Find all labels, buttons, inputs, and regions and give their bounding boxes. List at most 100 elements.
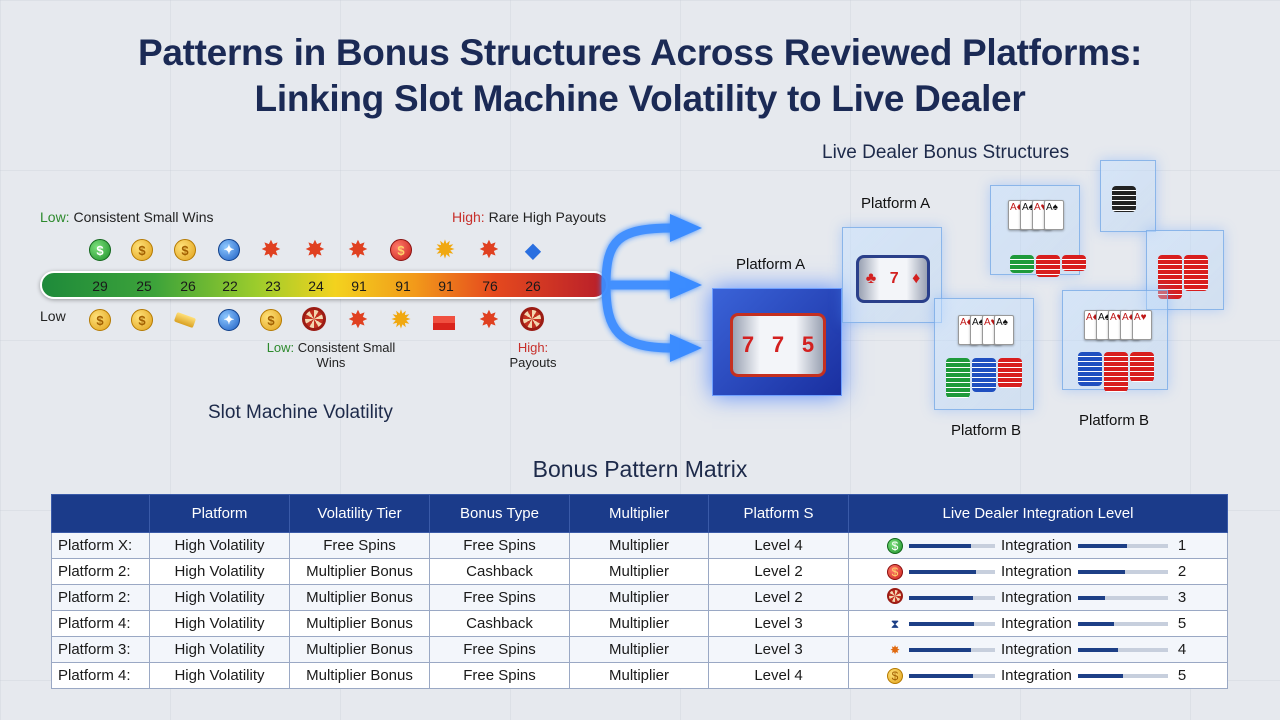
bar-value: 29 — [92, 278, 108, 294]
cell-bonus-type: Free Spins — [429, 662, 570, 689]
integration-label: Integration — [1001, 667, 1072, 684]
integration-bar — [909, 595, 995, 600]
table-header-row: Platform Volatility Tier Bonus Type Mult… — [51, 494, 1228, 533]
bar-value: 91 — [438, 278, 454, 294]
integration-value: 2 — [1177, 563, 1187, 580]
cell-row-label: Platform 2: — [51, 558, 150, 585]
integration-bar — [909, 621, 995, 626]
integration-value: 1 — [1177, 537, 1187, 554]
cell-volatility: High Volatility — [149, 636, 290, 663]
integration-label: Integration — [1001, 641, 1072, 658]
sparkle-icon: ✹ — [391, 307, 411, 332]
matrix-title: Bonus Pattern Matrix — [532, 456, 748, 482]
cell-volatility-tier: Multiplier Bonus — [289, 610, 430, 637]
cell-level: Level 4 — [708, 532, 849, 559]
integration-bar — [1077, 621, 1168, 626]
cell-bonus-type: Cashback — [429, 558, 570, 585]
cell-level: Level 2 — [708, 584, 849, 611]
bar-value: 24 — [308, 278, 324, 294]
cell-volatility-tier: Free Spins — [289, 532, 430, 559]
bonus-pattern-matrix: Platform Volatility Tier Bonus Type Mult… — [51, 494, 1228, 689]
burst-icon: ✸ — [479, 307, 499, 332]
gold-coin-icon: $ — [260, 309, 282, 331]
platform-label: Platform B — [951, 422, 1022, 439]
bar-value: 26 — [180, 278, 196, 294]
bar-value: 76 — [482, 278, 498, 294]
cell-volatility: High Volatility — [149, 610, 290, 637]
wheel-icon — [520, 307, 544, 331]
bar-value: 26 — [525, 278, 541, 294]
high-caption: High: Payouts — [509, 340, 557, 370]
integration-bar — [909, 543, 995, 548]
integration-bar — [1077, 647, 1168, 652]
bar-value: 25 — [136, 278, 152, 294]
playing-cards-icon: A♦A♠A♥A♠ — [958, 315, 1014, 345]
platform-label: Platform A — [861, 195, 931, 212]
cell-bonus-type: Free Spins — [429, 584, 570, 611]
volatility-bar: 29 25 26 22 23 24 91 91 91 76 26 — [40, 271, 608, 299]
integration-bar — [1077, 569, 1168, 574]
playing-cards-icon: A♦A♠A♥A♠ — [1008, 200, 1064, 230]
diamond-icon: ◆ — [525, 239, 541, 262]
platform-label: Platform B — [1079, 412, 1150, 429]
integration-label: Integration — [1001, 615, 1072, 632]
title-line-1: Patterns in Bonus Structures Across Revi… — [137, 32, 1143, 73]
cell-level: Level 3 — [708, 636, 849, 663]
bar-value: 91 — [351, 278, 367, 294]
integration-label: Integration — [1001, 563, 1072, 580]
cell-integration: $ Integration 2 — [848, 558, 1228, 585]
integration-label: Integration — [1001, 537, 1072, 554]
cell-volatility-tier: Multiplier Bonus — [289, 584, 430, 611]
red-coin-icon: $ — [390, 239, 412, 261]
low-row-label: Low — [40, 308, 66, 324]
platform-label: Platform A — [736, 256, 806, 273]
cell-volatility: High Volatility — [149, 662, 290, 689]
gold-coin-icon: $ — [887, 667, 903, 684]
hourglass-icon: ⧗ — [890, 616, 900, 631]
cell-integration: $ Integration 5 — [848, 662, 1228, 689]
column-header: Multiplier — [569, 494, 709, 533]
cell-row-label: Platform 3: — [51, 636, 150, 663]
integration-label: Integration — [1001, 589, 1072, 606]
cell-row-label: Platform 4: — [51, 610, 150, 637]
cell-bonus-type: Free Spins — [429, 636, 570, 663]
cell-volatility: High Volatility — [149, 584, 290, 611]
cell-volatility: High Volatility — [149, 532, 290, 559]
wheel-icon — [887, 587, 903, 608]
poker-chips-icon — [1078, 352, 1154, 392]
red-coin-icon: $ — [887, 563, 903, 580]
envelope-icon — [433, 312, 455, 334]
cell-bonus-type: Free Spins — [429, 532, 570, 559]
burst-icon: ✸ — [889, 643, 901, 657]
cell-multiplier: Multiplier — [569, 584, 709, 611]
integration-bar — [1077, 543, 1168, 548]
high-volatility-label: High: Rare High Payouts — [452, 209, 607, 225]
cell-row-label: Platform X: — [51, 532, 150, 559]
sparkle-icon: ✹ — [435, 237, 455, 262]
cell-multiplier: Multiplier — [569, 636, 709, 663]
column-header: Platform S — [708, 494, 849, 533]
column-header: Volatility Tier — [289, 494, 430, 533]
integration-value: 5 — [1177, 667, 1187, 684]
integration-value: 5 — [1177, 615, 1187, 632]
connector-arrows — [601, 214, 702, 362]
bar-value: 91 — [395, 278, 411, 294]
playing-cards-icon: A♦A♠A♥A♦A♥ — [1084, 310, 1152, 340]
column-header — [51, 494, 150, 533]
bar-value: 23 — [265, 278, 281, 294]
cell-volatility-tier: Multiplier Bonus — [289, 558, 430, 585]
page-title: Patterns in Bonus Structures Across Revi… — [0, 30, 1280, 122]
cell-level: Level 2 — [708, 558, 849, 585]
burst-icon: ✸ — [305, 237, 325, 262]
cell-volatility: High Volatility — [149, 558, 290, 585]
green-coin-icon: $ — [887, 537, 903, 554]
cell-bonus-type: Cashback — [429, 610, 570, 637]
column-header: Platform — [149, 494, 290, 533]
poker-chips-icon — [946, 358, 1022, 398]
cell-level: Level 4 — [708, 662, 849, 689]
blue-coin-icon: ✦ — [218, 239, 240, 261]
